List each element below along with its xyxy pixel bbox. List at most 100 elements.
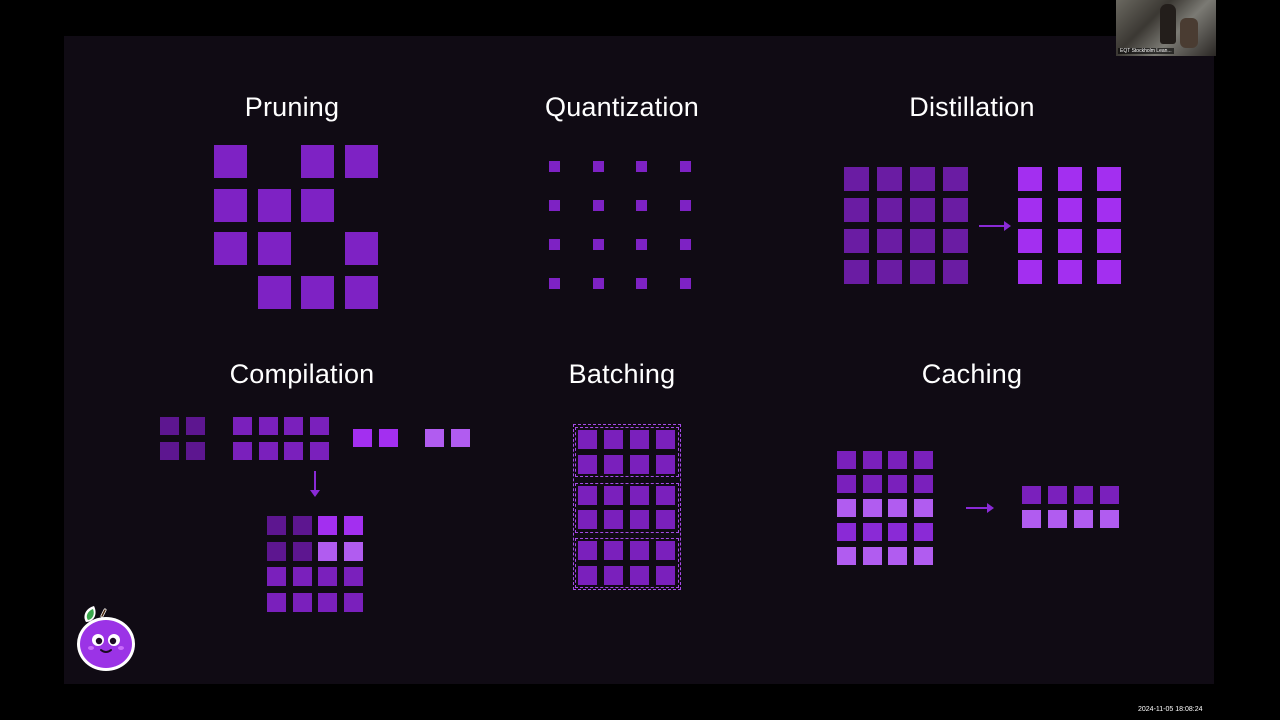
teacher-square — [844, 198, 869, 222]
webcam-person — [1160, 4, 1176, 44]
quantization-square — [549, 161, 560, 172]
batch-square — [630, 454, 649, 474]
compile-square — [292, 541, 312, 561]
cache-square — [913, 475, 933, 493]
teacher-square — [877, 260, 902, 284]
cache-square — [1100, 486, 1119, 504]
compile-square — [160, 417, 179, 435]
cache-square — [888, 499, 907, 517]
webcam-person — [1180, 18, 1198, 48]
cache-square — [862, 547, 882, 565]
student-square — [1057, 167, 1082, 191]
compile-square — [318, 592, 337, 612]
compile-square — [318, 541, 337, 561]
batch-square — [630, 510, 649, 529]
cache-square — [888, 523, 907, 541]
batch-square — [604, 541, 623, 560]
batch-square — [604, 454, 623, 474]
cache-square — [837, 475, 856, 493]
cache-square — [1048, 486, 1067, 504]
teacher-square — [844, 260, 869, 284]
student-square — [1018, 260, 1042, 284]
compile-square — [292, 516, 312, 535]
compile-square — [233, 417, 252, 435]
batch-square — [578, 541, 597, 560]
batch-square — [656, 430, 675, 449]
teacher-square — [910, 198, 935, 222]
cache-square — [862, 523, 882, 541]
cache-square — [862, 451, 882, 469]
quantization-square — [636, 278, 647, 289]
title-quantization: Quantization — [545, 92, 699, 122]
compile-square — [258, 442, 278, 460]
teacher-square — [877, 229, 902, 253]
student-square — [1097, 229, 1121, 253]
batch-square — [604, 565, 623, 585]
teacher-square — [844, 229, 869, 253]
arrow-right-icon — [966, 503, 994, 513]
compile-square — [318, 567, 337, 586]
quantization-square — [636, 200, 647, 211]
recording-timestamp: 2024-11-05 18:08:24 — [1138, 706, 1203, 713]
batch-square — [656, 565, 675, 585]
quantization-square — [549, 278, 560, 289]
title-compilation: Compilation — [229, 359, 375, 389]
cache-square — [1022, 486, 1041, 504]
compile-square — [186, 442, 205, 460]
pruning-square — [301, 145, 334, 178]
batch-square — [578, 454, 597, 474]
compile-square — [284, 417, 303, 435]
student-square — [1057, 229, 1082, 253]
batch-square — [656, 485, 675, 505]
compile-square — [379, 429, 398, 447]
teacher-square — [943, 260, 968, 284]
pruning-square — [214, 232, 247, 265]
pruning-square — [301, 275, 334, 309]
batch-square — [578, 565, 597, 585]
compile-square — [267, 592, 286, 612]
compile-square — [160, 442, 179, 460]
quantization-square — [549, 200, 560, 211]
compile-square — [343, 541, 363, 561]
cache-square — [862, 499, 882, 517]
title-distillation: Distillation — [909, 92, 1035, 122]
teacher-square — [877, 167, 902, 191]
compile-square — [451, 429, 470, 447]
student-square — [1018, 229, 1042, 253]
compile-square — [233, 442, 252, 460]
batch-group-outline — [575, 482, 679, 533]
batch-square — [630, 485, 649, 505]
teacher-square — [910, 229, 935, 253]
batch-group-outline — [575, 427, 679, 477]
compile-square — [343, 567, 363, 586]
compile-square — [292, 567, 312, 586]
teacher-square — [943, 198, 968, 222]
compile-square — [309, 417, 329, 435]
compile-square — [309, 442, 329, 460]
quantization-square — [636, 161, 647, 172]
quantization-square — [679, 200, 691, 211]
student-square — [1097, 260, 1121, 284]
cache-square — [1074, 486, 1093, 504]
teacher-square — [943, 229, 968, 253]
cache-square — [862, 475, 882, 493]
quantization-square — [592, 278, 604, 289]
cache-square — [837, 499, 856, 517]
student-square — [1097, 167, 1121, 191]
teacher-square — [910, 167, 935, 191]
batch-square — [656, 510, 675, 529]
cache-square — [1022, 510, 1041, 528]
compile-square — [267, 567, 286, 586]
pruning-square — [214, 145, 247, 178]
webcam-label: EQT Stockholm Lean... — [1118, 48, 1174, 54]
student-square — [1018, 167, 1042, 191]
pruning-square — [344, 232, 378, 265]
batch-square — [604, 430, 623, 449]
batch-outline — [573, 424, 681, 590]
batch-square — [578, 510, 597, 529]
cache-square — [1048, 510, 1067, 528]
cache-square — [913, 523, 933, 541]
compile-square — [343, 516, 363, 535]
student-square — [1057, 198, 1082, 222]
cache-square — [837, 547, 856, 565]
